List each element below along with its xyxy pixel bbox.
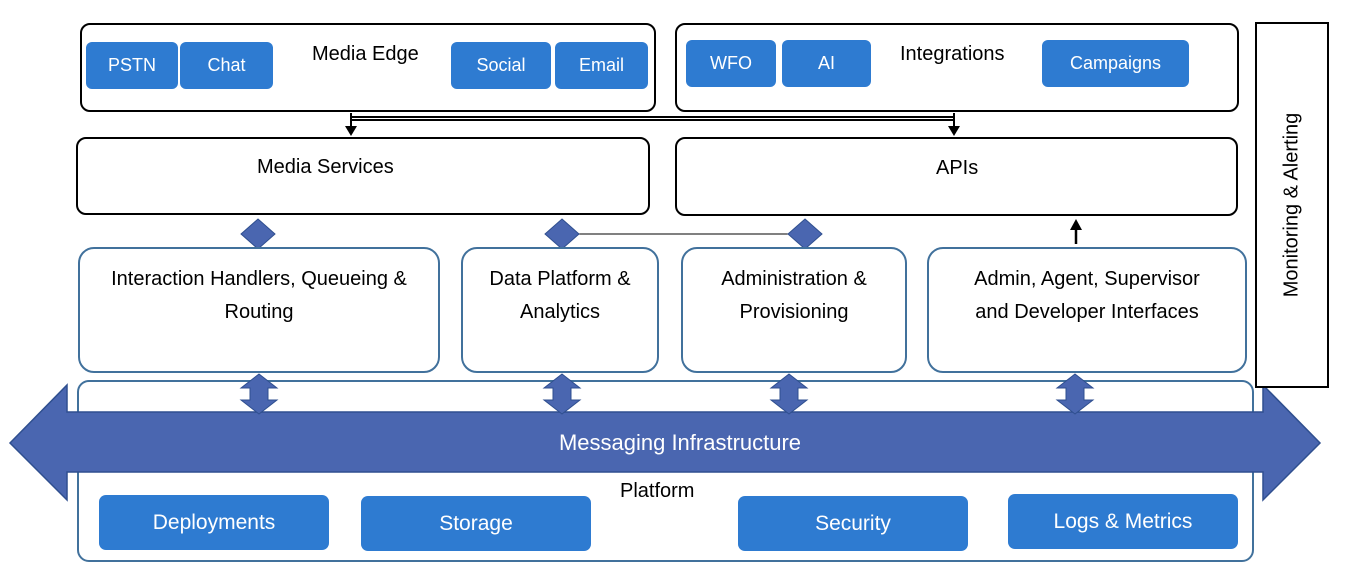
- integrations-title: Integrations: [900, 43, 1005, 65]
- media-edge-title: Media Edge: [312, 43, 419, 65]
- service-data-platform-label: Data Platform & Analytics: [489, 268, 631, 323]
- channel-pstn: PSTN: [86, 42, 178, 89]
- messaging-infrastructure-arrow: [8, 383, 1322, 502]
- bus-arrow-interfaces: [1055, 373, 1095, 415]
- service-administration-label: Administration & Provisioning: [721, 268, 867, 323]
- service-interaction-handlers-label: Interaction Handlers, Queueing & Routing: [111, 268, 407, 323]
- service-interfaces-label: Admin, Agent, Supervisor and Developer I…: [974, 268, 1200, 323]
- diamond-connector-data-platform: [544, 218, 580, 250]
- channel-email: Email: [555, 42, 648, 89]
- diamond-connector-administration: [787, 218, 823, 250]
- monitoring-alerting-label: Monitoring & Alerting: [1280, 112, 1303, 298]
- diamond-connector-interaction: [240, 218, 276, 250]
- integration-wfo: WFO: [686, 40, 776, 87]
- apis-box: [675, 137, 1238, 216]
- channel-chat: Chat: [180, 42, 273, 89]
- apis-title: APIs: [936, 157, 979, 179]
- arrowhead-apis: [948, 126, 960, 136]
- platform-deployments: Deployments: [99, 495, 329, 550]
- service-data-platform: Data Platform & Analytics: [461, 247, 659, 373]
- platform-security: Security: [738, 496, 968, 551]
- service-interaction-handlers: Interaction Handlers, Queueing & Routing: [78, 247, 440, 373]
- messaging-infrastructure-label: Messaging Infrastructure: [558, 430, 802, 455]
- service-administration: Administration & Provisioning: [681, 247, 907, 373]
- arrowhead-media-services: [345, 126, 357, 136]
- bus-arrow-administration: [769, 373, 809, 415]
- integration-campaigns: Campaigns: [1042, 40, 1189, 87]
- media-services-title: Media Services: [257, 156, 394, 178]
- platform-title: Platform: [620, 480, 695, 502]
- service-interfaces: Admin, Agent, Supervisor and Developer I…: [927, 247, 1247, 373]
- integration-ai: AI: [782, 40, 871, 87]
- channel-social: Social: [451, 42, 551, 89]
- bus-arrow-data-platform: [542, 373, 582, 415]
- media-services-box: [76, 137, 650, 215]
- monitoring-alerting-box: Monitoring & Alerting: [1255, 22, 1329, 388]
- platform-storage: Storage: [361, 496, 591, 551]
- bus-arrow-interaction: [239, 373, 279, 415]
- platform-logs-metrics: Logs & Metrics: [1008, 494, 1238, 549]
- edge-to-services-connector: [350, 113, 955, 127]
- arrowhead-up-apis: [1070, 219, 1082, 230]
